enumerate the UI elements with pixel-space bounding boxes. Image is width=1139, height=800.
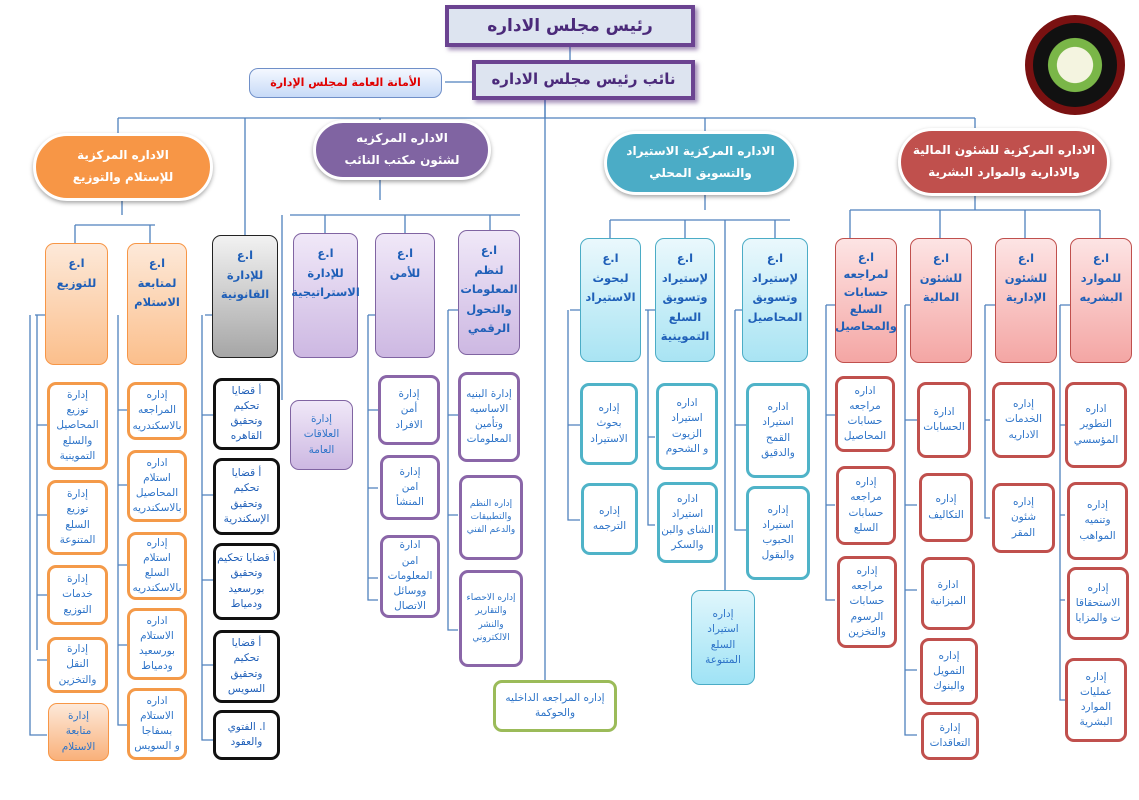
unit-import-research: ا.ع لبحوث الاستيراد <box>580 238 641 362</box>
dept-distribution: الاداره المركزية للإستلام والتوزيع <box>33 133 213 201</box>
unit-import-supply: ا.ع لإستيراد وتسويق السلع التموينية <box>655 238 715 362</box>
unit-it: ا.ع لنظم المعلومات والتحول الرقمي <box>458 230 520 355</box>
unit-admin-affairs: ا.ع للشئون الإدارية <box>995 238 1057 363</box>
unit-hr: ا.ع للموارد البشريه <box>1070 238 1132 363</box>
sub-box: إداره استيراد الحبوب والبقول <box>746 486 810 580</box>
secretariat-box: الأمانة العامة لمجلس الإدارة <box>249 68 442 98</box>
sub-box: إداره الاحصاء والتقارير والنشر الالكترون… <box>459 570 523 667</box>
unit-strategic: ا.ع للإدارة الاستراتيجية <box>291 233 360 358</box>
sub-box: إداره وتنميه المواهب <box>1067 482 1128 560</box>
sub-box: إداره الترجمه <box>581 483 638 555</box>
sub-box: إدارة البنيه الاساسيه وتأمين المعلومات <box>458 372 520 462</box>
unit-financial-affairs: ا.ع للشئون المالية <box>910 238 972 363</box>
unit-security: ا.ع للأمن <box>375 233 435 358</box>
sub-box: إداره التمويل والبنوك <box>920 638 978 705</box>
sub-box: ادارة الحسابات <box>917 382 971 458</box>
sub-box: اداره التطوير المؤسسي <box>1065 382 1127 468</box>
sub-box: أ قضايا تحكيم وتحقيق الإسكندرية <box>213 458 280 535</box>
sub-box: ادارة امن المعلومات ووسائل الاتصال <box>380 535 440 618</box>
unit-receipt-followup: ا.ع لمتابعة الاستلام <box>127 243 187 365</box>
sub-box: إدارة توزيع المحاصيل والسلع التموينية <box>47 382 108 470</box>
sub-box: إداره بحوث الاستيراد <box>580 383 638 465</box>
sub-box: اداره استيراد الشاى والبن والسكر <box>657 482 718 563</box>
sub-box: إداره استلام السلع بالاسكندريه <box>127 532 187 600</box>
unit-distribution: ا.ع للتوزيع <box>45 243 108 365</box>
sub-box: إداره الاستحقاقا ت والمزايا <box>1067 567 1129 640</box>
chairman-box: رئيس مجلس الاداره <box>445 5 695 47</box>
dept-office: الاداره المركزيه لشئون مكتب النائب <box>313 120 491 180</box>
sub-box: أ قضايا تحكيم وتحقيق السويس <box>213 630 280 703</box>
sub-box: إداره مراجعه حسابات السلع <box>836 466 896 545</box>
sub-box: اداره مراجعه حسابات المحاصيل <box>835 376 895 452</box>
sub-box: إداره مراجعه حسابات الرسوم والتخزين <box>837 556 897 648</box>
sub-box: إدارة خدمات التوزيع <box>47 565 108 625</box>
sub-box: إدارة متابعة الاستلام <box>48 703 109 761</box>
sub-box: إداره التكاليف <box>919 473 973 542</box>
sub-box: إداره النظم والتطبيقات والدعم الفني <box>459 475 523 560</box>
sub-box: إدارة النقل والتخزين <box>47 637 108 693</box>
unit-audit-accounts: ا.ع لمراجعه حسابات السلع والمحاصيل <box>835 238 897 363</box>
sub-box: اداره استلام المحاصيل بالاسكندريه <box>127 450 187 522</box>
sub-box: ا. الفتوي والعقود <box>213 710 280 760</box>
dept-import: الاداره المركزية الاستيراد والتسويق المح… <box>604 131 797 195</box>
sub-box: اداره استيراد الزيوت و الشحوم <box>656 383 718 470</box>
dept-finance: الاداره المركزية للشئون المالية والاداري… <box>898 128 1110 196</box>
sub-box: أ قضايا تحكيم وتحقيق القاهره <box>213 378 280 450</box>
authority-logo <box>1025 15 1125 115</box>
sub-box: اداره الاستلام بورسعيد ودمياط <box>127 608 187 680</box>
sub-box: اداره الاستلام بسفاجا و السويس <box>127 688 187 760</box>
sub-box: إدارة التعاقدات <box>921 712 979 760</box>
sub-box: إداره استيراد السلع المتنوعة <box>691 590 755 685</box>
sub-box: إداره شئون المقر <box>992 483 1055 553</box>
sub-box: إداره الخدمات الاداريه <box>992 382 1055 458</box>
sub-box: إداره المراجعه بالاسكندريه <box>127 382 187 440</box>
sub-box: ادارة الميزانية <box>921 557 975 630</box>
unit-import-crops: ا.ع لإستيراد وتسويق المحاصيل <box>742 238 808 362</box>
sub-box: إدارة أمن الافراد <box>378 375 440 445</box>
sub-box: أ قضايا تحكيم وتحقيق بورسعيد ودمياط <box>213 543 280 620</box>
sub-box: إدارة امن المنشأ <box>380 455 440 520</box>
unit-legal: ا.ع للإدارة القانونية <box>212 235 278 358</box>
sub-box: إدارة توزيع السلع المتنوعة <box>47 480 108 555</box>
sub-box: اداره استيراد القمح والدقيق <box>746 383 810 478</box>
sub-box: إداره عمليات الموارد البشرية <box>1065 658 1127 742</box>
internal-audit-box: إداره المراجعه الداخليه والحوكمة <box>493 680 617 732</box>
vice-chairman-box: نائب رئيس مجلس الاداره <box>472 60 695 100</box>
sub-box: إدارة العلاقات العامة <box>290 400 353 470</box>
